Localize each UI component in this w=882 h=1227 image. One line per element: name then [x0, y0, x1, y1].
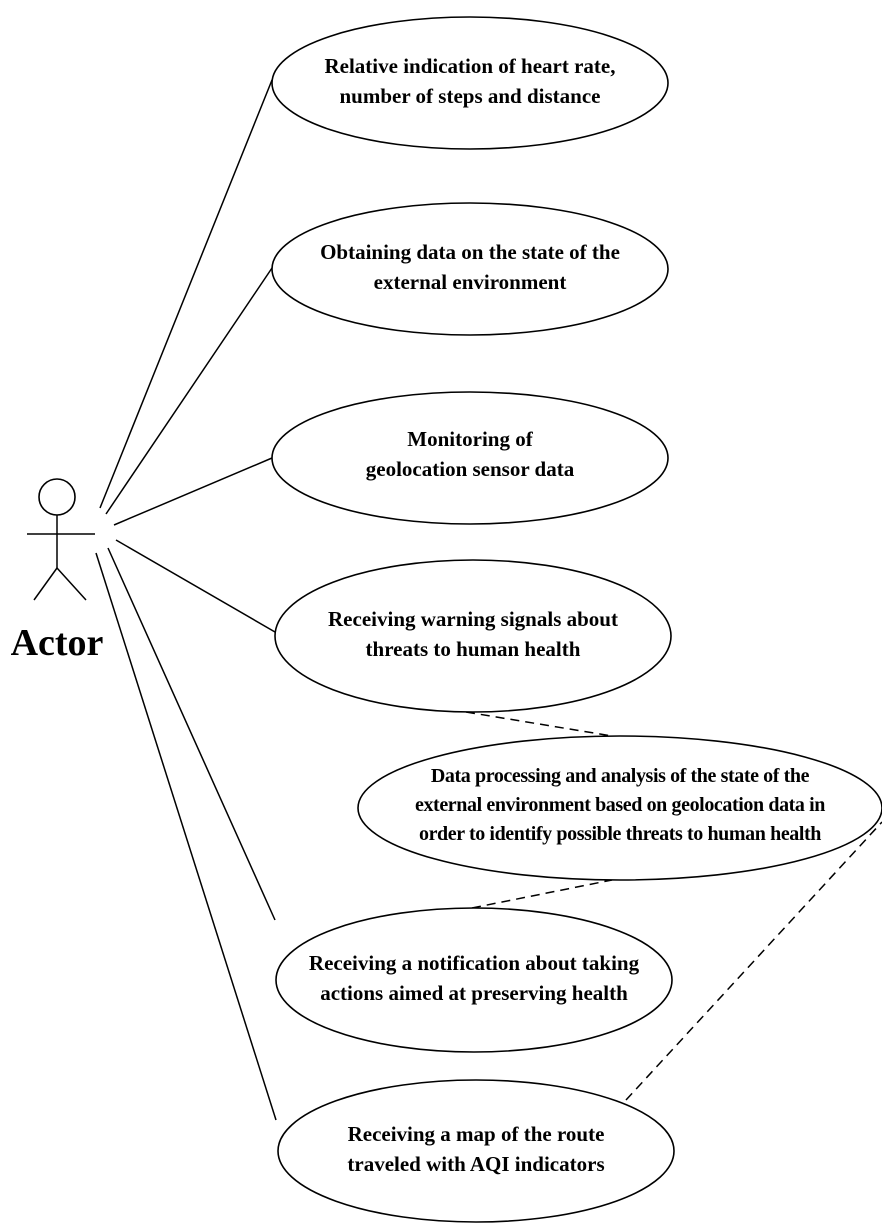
use-case-label-line: Receiving a notification about taking	[309, 951, 640, 975]
association-line-uc7	[95, 552, 277, 1121]
association-line-uc4	[115, 539, 276, 633]
use-case-uc6: Receiving a notification about taking ac…	[275, 907, 673, 1053]
use-case-ellipse	[357, 735, 882, 881]
actor-right-leg	[56, 567, 87, 601]
use-case-label-line: Receiving a map of the route	[348, 1122, 605, 1146]
association-line-uc2	[105, 267, 273, 515]
use-case-label-line: Relative indication of heart rate,	[324, 54, 615, 78]
use-case-label-line: traveled with AQI indicators	[347, 1152, 604, 1176]
use-case-label-line: Monitoring of	[407, 427, 533, 451]
association-line-uc3	[113, 457, 273, 526]
use-case-label-line: external environment based on geolocatio…	[415, 794, 825, 816]
use-case-label-line: Obtaining data on the state of the	[320, 240, 620, 264]
actor-label: Actor	[11, 622, 104, 664]
use-case-ellipse	[274, 559, 672, 713]
actor-left-leg	[33, 567, 58, 601]
use-case-label-line: Data processing and analysis of the stat…	[431, 765, 810, 787]
use-case-uc2: Obtaining data on the state of the exter…	[271, 202, 669, 336]
use-case-ellipse	[271, 16, 669, 150]
actor-associations	[95, 79, 277, 1121]
dependency-line-uc4-uc5	[465, 711, 613, 737]
use-case-label-line: actions aimed at preserving health	[320, 981, 628, 1005]
use-case-uc7: Receiving a map of the route traveled wi…	[277, 1079, 675, 1223]
use-case-ellipse	[271, 391, 669, 525]
use-case-label-line: external environment	[374, 270, 567, 294]
use-case-label-line: Receiving warning signals about	[328, 607, 618, 631]
use-case-label-line: threats to human health	[366, 637, 581, 661]
association-line-uc6	[107, 547, 276, 921]
association-line-uc1	[99, 79, 273, 509]
actor-head	[38, 478, 76, 516]
use-case-label-line: geolocation sensor data	[366, 457, 575, 481]
dependency-line-uc7-uc5	[625, 821, 882, 1101]
actor-figure: Actor	[11, 478, 104, 664]
use-case-label-line: order to identify possible threats to hu…	[419, 823, 821, 845]
dependency-line-uc6-uc5	[471, 879, 613, 909]
use-case-uc4: Receiving warning signals about threats …	[274, 559, 672, 713]
use-case-ellipse	[271, 202, 669, 336]
use-case-ellipse	[277, 1079, 675, 1223]
use-case-ellipse	[275, 907, 673, 1053]
use-case-uc5: Data processing and analysis of the stat…	[357, 735, 882, 881]
use-case-label-line: number of steps and distance	[340, 84, 601, 108]
use-case-uc1: Relative indication of heart rate, numbe…	[271, 16, 669, 150]
use-case-uc3: Monitoring of geolocation sensor data	[271, 391, 669, 525]
dependency-lines	[465, 711, 882, 1101]
